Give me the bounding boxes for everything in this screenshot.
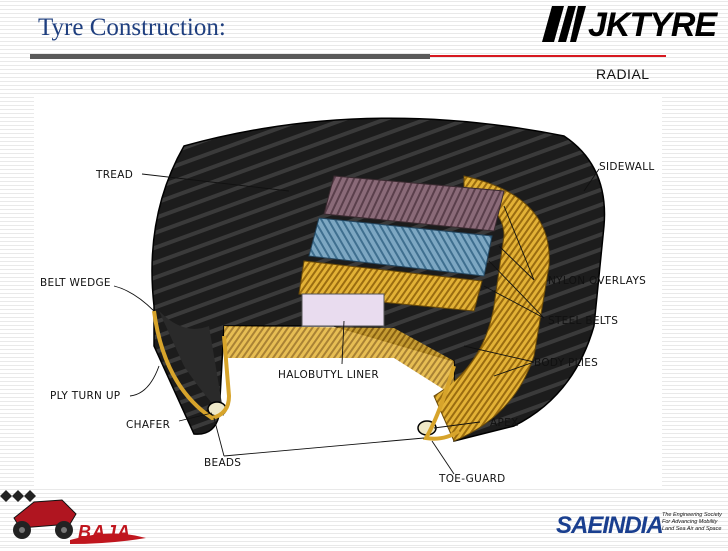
label-tread: TREAD (95, 169, 133, 181)
saeindia-wordmark: SAEINDIA (556, 512, 664, 539)
label-apex: APEX (490, 417, 519, 429)
ply-turn-up-right (422, 365, 461, 441)
label-nylon-overlays: NYLON OVERLAYS (548, 275, 646, 287)
tyre-diagram: TREAD SIDEWALL BELT WEDGE NYLON OVERLAYS… (34, 96, 662, 486)
saeindia-tagline: The Engineering Society For Advancing Mo… (662, 512, 722, 532)
label-chafer: CHAFER (126, 419, 170, 431)
body-ply-layer (433, 175, 550, 442)
label-beads: BEADS (204, 457, 241, 469)
label-body-plies: BODY PLIES (534, 357, 598, 369)
tyre-cross-section: TREAD SIDEWALL BELT WEDGE NYLON OVERLAYS… (40, 117, 655, 485)
jktyre-logo: JKTYRE (540, 2, 726, 48)
label-halobutyl-liner: HALOBUTYL LINER (278, 369, 379, 381)
tyre-inner (159, 311, 224, 416)
steel-belt-layer (308, 217, 493, 277)
halobutyl-liner-block (301, 293, 385, 327)
brand-name: JKTYRE (588, 6, 717, 44)
title-accent-rule (430, 55, 666, 57)
label-belt-wedge: BELT WEDGE (40, 277, 111, 289)
saeindia-logo: SAEINDIA The Engineering Society For Adv… (552, 508, 728, 546)
nylon-overlay-layer (323, 175, 505, 232)
leader-lines (113, 168, 600, 475)
jk-stripes-icon (542, 6, 586, 42)
label-sidewall: SIDEWALL (599, 161, 655, 173)
buggy-icon (0, 490, 146, 544)
slide-title: Tyre Construction: (38, 14, 226, 41)
slide-subtitle: RADIAL (596, 66, 650, 82)
ply-under-belts (298, 260, 483, 312)
baja-logo: BAJA (0, 488, 150, 546)
inner-liner-strip (224, 326, 454, 396)
ply-turn-up-left (152, 310, 232, 421)
label-toe-guard: TOE-GUARD (438, 473, 506, 485)
label-ply-turn-up: PLY TURN UP (50, 390, 120, 402)
label-steel-belts: STEEL BELTS (548, 315, 618, 327)
title-rule (30, 54, 430, 59)
baja-wordmark: BAJA (78, 522, 132, 542)
